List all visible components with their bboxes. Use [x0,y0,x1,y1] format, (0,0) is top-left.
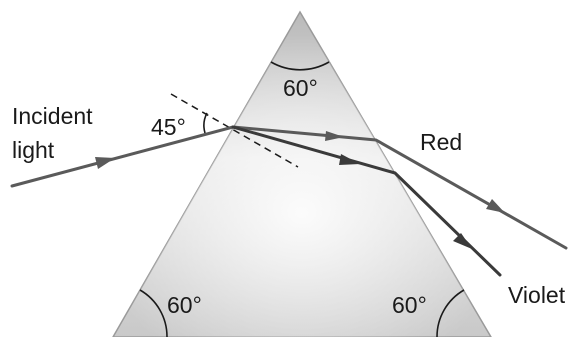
prism-highlight [113,12,491,337]
violet-ray-arrow-outside [453,233,472,249]
incident-light-label-line2: light [12,137,55,163]
violet-label: Violet [508,282,566,308]
incidence-angle-label: 45° [151,114,186,140]
incident-light-label-line1: Incident [12,103,93,129]
red-ray-arrow-outside [486,199,505,213]
base-left-angle-arc [139,289,168,337]
red-label: Red [420,129,462,155]
base-right-angle-label: 60° [392,292,427,318]
incident-ray [10,125,235,188]
surface-normal [170,93,299,168]
incident-ray-arrow [95,157,115,169]
base-right-angle-arc [436,289,465,337]
red-ray-arrow-inside [325,131,344,141]
violet-ray-arrow-inside [339,154,360,165]
incidence-angle-arc [203,112,208,134]
apex-angle-arc [270,61,330,71]
apex-angle-label: 60° [283,75,318,101]
base-left-angle-label: 60° [167,292,202,318]
